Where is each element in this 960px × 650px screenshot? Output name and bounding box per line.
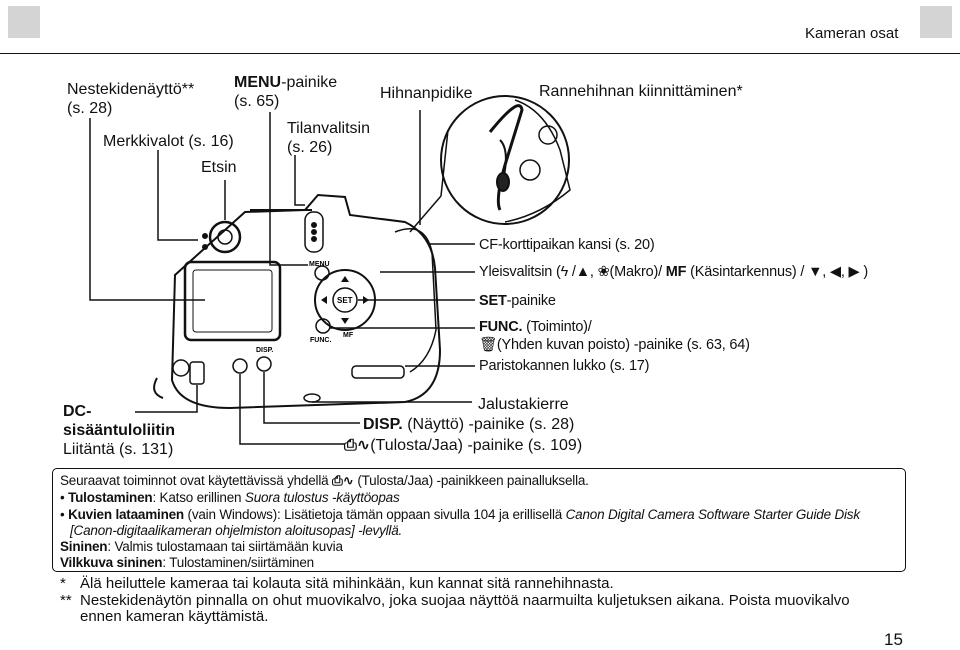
flash-icon: ϟ (560, 264, 569, 280)
disp-bold: DISP. (363, 416, 403, 433)
label-func-button: FUNC. (Toiminto)/ 🗑 (Yhden kuvan poisto)… (479, 318, 750, 354)
label-viewfinder: Etsin (201, 159, 237, 176)
info-bullet-printing: • Tulostaminen: Katso erillinen Suora tu… (60, 490, 400, 505)
label-battery-lock: Paristokannen lukko (s. 17) (479, 358, 650, 374)
selector-prefix: Yleisvalitsin ( (479, 264, 561, 280)
info-bullet-download-line2: [Canon-digitaalikameran ohjelmiston aloi… (70, 522, 402, 539)
print-share-icon: ⎙∿ (332, 473, 354, 488)
info-intro-end: (Tulosta/Jaa) -painikkeen painalluksella… (357, 473, 589, 488)
dc-in-page: Liitäntä (s. 131) (63, 441, 174, 458)
bullet1-bold: Tulostaminen (68, 490, 153, 505)
corner-mark-left (8, 6, 40, 38)
header-rule (0, 53, 960, 54)
label-dc-in: DC- sisääntuloliitin Liitäntä (s. 131) (63, 402, 175, 459)
func-text: (Toiminto)/ (526, 319, 592, 335)
blue-bold: Sininen (60, 539, 108, 554)
info-bullet-download: • Kuvien lataaminen (vain Windows): Lisä… (60, 507, 860, 522)
page-header-title: Kameran osat (805, 25, 899, 42)
bullet2-bold: Kuvien lataaminen (68, 507, 184, 522)
footnote-1: * Älä heiluttele kameraa tai kolauta sitä… (60, 575, 614, 592)
blue-text: : Valmis tulostamaan tai siirtämään kuvi… (107, 539, 343, 554)
label-omni-selector: Yleisvalitsin (ϟ /▲, ❀(Makro)/ MF (Käsin… (479, 264, 868, 280)
set-text: -painike (506, 293, 556, 309)
blink-text: : Tulostaminen/siirtäminen (162, 555, 314, 570)
info-blue: Sininen: Valmis tulostamaan tai siirtämä… (60, 538, 343, 555)
menu-mark: MENU (309, 261, 330, 268)
selector-macro: (Makro)/ (609, 264, 663, 280)
func-bold: FUNC. (479, 319, 523, 335)
selector-mf-text: (Käsintarkennus) / (690, 264, 805, 280)
label-mode-dial: Tilanvalitsin (s. 26) (287, 119, 370, 157)
blink-bold: Vilkkuva sininen (60, 555, 163, 570)
selector-mf: MF (665, 264, 687, 280)
bullet2-line2-end: -levyllä. (354, 523, 403, 538)
set-bold: SET (479, 293, 507, 309)
label-mode-dial-line2: (s. 26) (287, 139, 333, 156)
camera-back-illustration (153, 193, 442, 410)
triangle-left-icon: ◀ (829, 264, 841, 280)
footnote-2-line2: ennen kameran käyttämistä. (80, 608, 269, 625)
label-wrist-strap: Rannehihnan kiinnittäminen* (539, 83, 743, 100)
label-disp-button: DISP. (Näyttö) -painike (s. 28) (363, 415, 574, 434)
label-menu-button: MENU-painike (s. 65) (234, 73, 337, 111)
label-indicators: Merkkivalot (s. 16) (103, 133, 234, 150)
bullet1-text: : Katso erillinen (152, 490, 245, 505)
disp-mark: DISP. (256, 347, 273, 354)
mountain-icon: ▲ (575, 264, 590, 280)
label-mode-dial-line1: Tilanvalitsin (287, 120, 370, 137)
page-number: 15 (884, 630, 903, 649)
label-set-button: SET-painike (479, 292, 556, 310)
set-mark: SET (337, 296, 353, 305)
print-text: (Tulosta/Jaa) -painike (s. 109) (370, 437, 583, 454)
label-menu-text: -painike (281, 74, 338, 91)
bullet1-italic: Suora tulostus -käyttöopas (244, 490, 400, 505)
footnote-2: ** Nestekidenäytön pinnalla on ohut muovi… (60, 592, 850, 609)
triangle-down-icon: ▼ (808, 264, 823, 280)
label-menu-bold: MENU (234, 74, 282, 91)
info-intro: Seuraavat toiminnot ovat käytettävissä y… (60, 472, 589, 489)
mf-mark: MF (343, 332, 354, 339)
info-intro-start: Seuraavat toiminnot ovat käytettävissä y… (60, 473, 329, 488)
info-box (52, 468, 906, 572)
selector-end: ) (863, 264, 868, 280)
disp-text: (Näyttö) -painike (s. 28) (407, 416, 575, 433)
label-strap-mount: Hihnanpidike (380, 85, 473, 102)
corner-mark-right (920, 6, 952, 38)
label-lcd-line1: Nestekidenäyttö** (67, 81, 195, 98)
leader-lines (89, 110, 475, 445)
func-mark: FUNC. (310, 337, 331, 344)
trash-icon: 🗑 (479, 337, 498, 353)
bullet2-italic: Canon Digital Camera Software Starter Gu… (565, 507, 860, 522)
label-menu-page: (s. 65) (234, 93, 280, 110)
bullet2-text: (vain Windows): Lisätietoja tämän oppaan… (183, 507, 566, 522)
macro-flower-icon: ❀ (597, 264, 610, 280)
info-blinking-blue: Vilkkuva sininen: Tulostaminen/siirtämin… (60, 554, 314, 571)
dc-in-line1: DC- (63, 403, 92, 420)
footnote-1-mark: * (60, 575, 66, 592)
label-lcd-line2: (s. 28) (67, 100, 113, 117)
dc-in-line2: sisääntuloliitin (63, 422, 176, 439)
footnote-2-mark: ** (60, 592, 72, 609)
triangle-right-icon: ▶ (848, 264, 860, 280)
label-lcd: Nestekidenäyttö** (s. 28) (67, 80, 194, 118)
label-tripod: Jalustakierre (478, 396, 569, 413)
label-cf-cover: CF-korttipaikan kansi (s. 20) (479, 237, 655, 253)
print-share-icon: ⎙∿ (344, 437, 371, 454)
label-print-button: ⎙∿(Tulosta/Jaa) -painike (s. 109) (344, 436, 582, 455)
erase-text: (Yhden kuvan poisto) -painike (s. 63, 64… (496, 337, 750, 353)
wrist-strap-illustration (409, 95, 571, 233)
bullet2-line2: [Canon-digitaalikameran ohjelmiston aloi… (70, 523, 355, 538)
footnote-1-text: Älä heiluttele kameraa tai kolauta sitä … (80, 575, 614, 592)
footnote-2-text-line1: Nestekidenäytön pinnalla on ohut muovika… (80, 592, 850, 609)
